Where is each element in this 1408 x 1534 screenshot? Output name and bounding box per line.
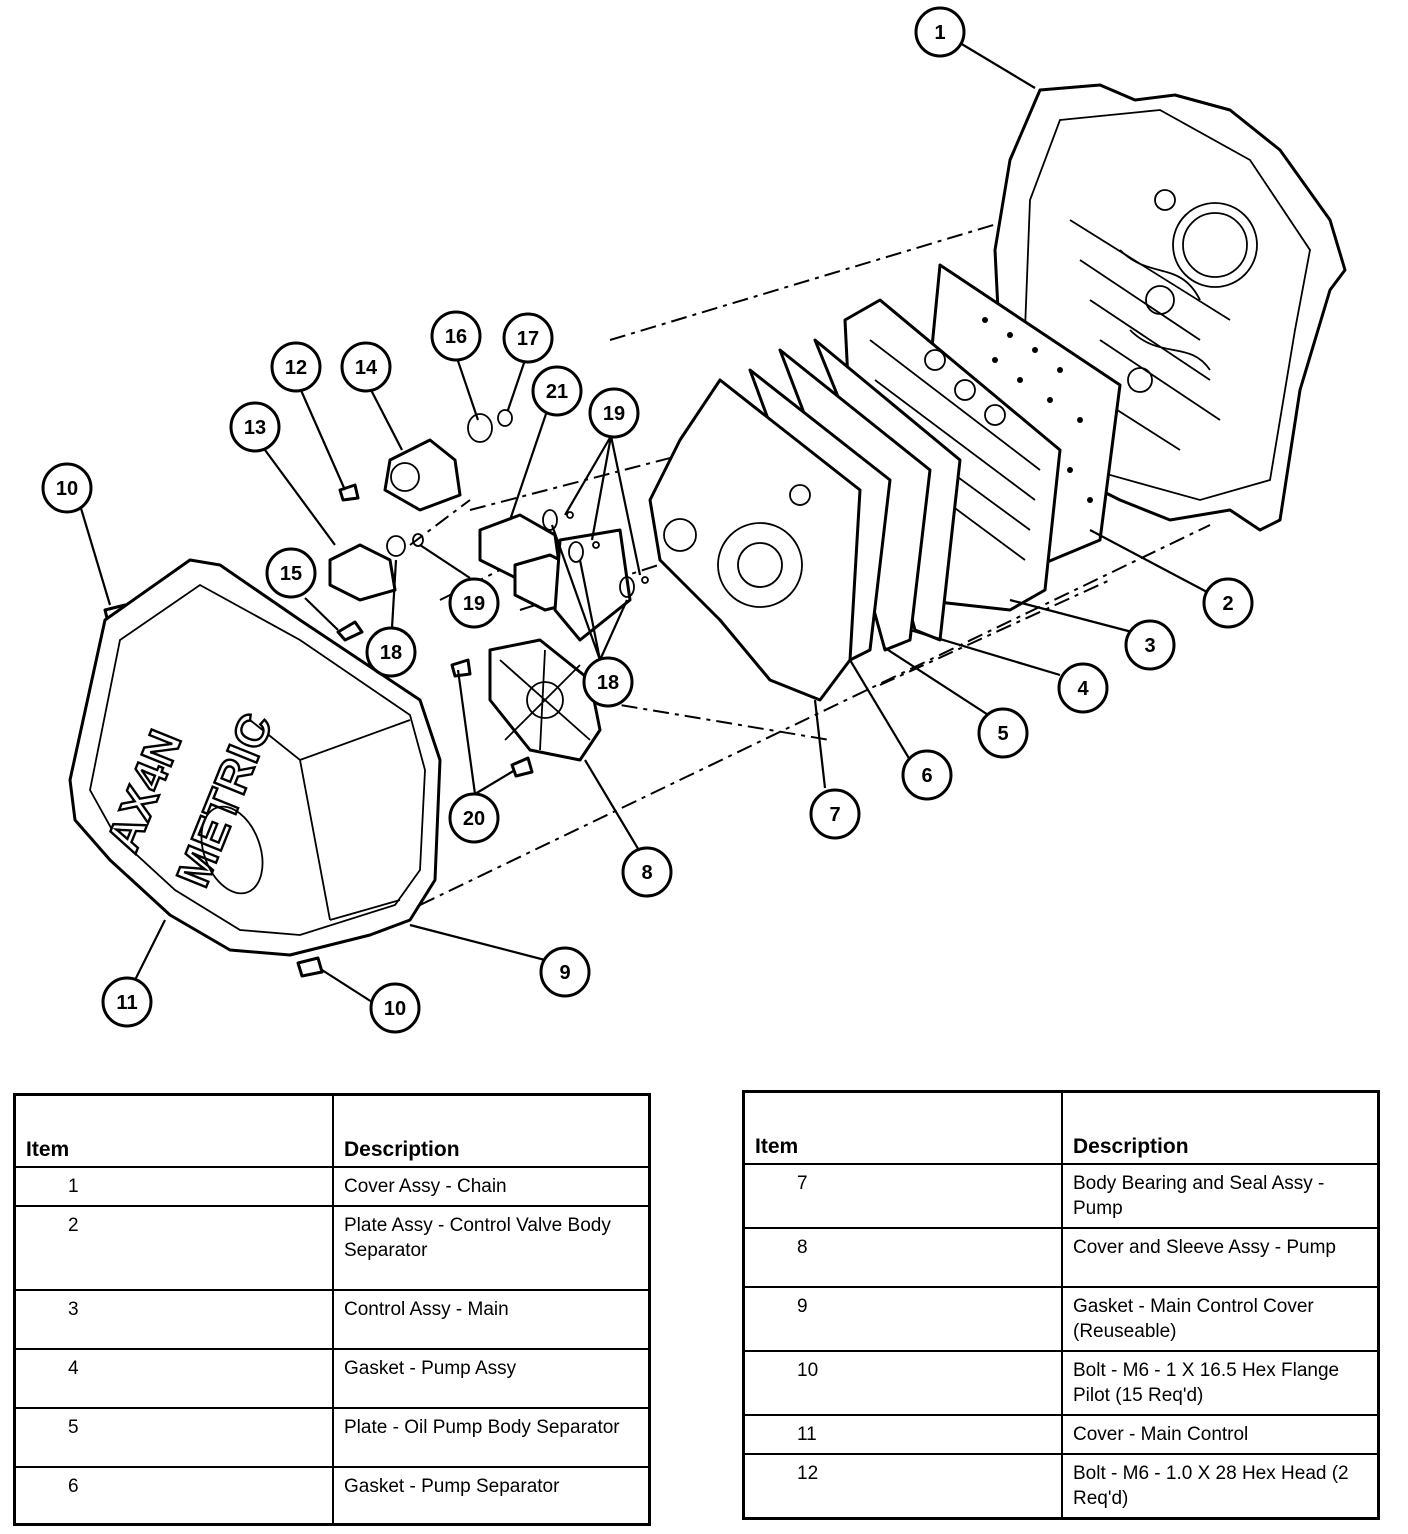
svg-text:15: 15 [280,563,302,585]
callout-11: 11 [101,976,153,1028]
callout-2: 2 [1202,577,1254,629]
callout-10-bottom: 10 [369,982,421,1034]
item-column-header: Item [13,1093,334,1168]
item-column-header: Item [742,1090,1063,1165]
main-control-cover: AX4N METRIC [68,558,442,957]
description-column-header: Description [1061,1090,1380,1165]
o-rings [386,409,649,598]
callout-13: 13 [229,401,281,453]
exploded-assembly-diagram: AX4N METRIC 1 2 3 4 5 6 7 8 9 10 [41,6,1347,1034]
table-row: 6 Gasket - Pump Separator [13,1466,651,1525]
pump-cover [488,638,602,762]
item-description: Bolt - M6 - 1.0 X 28 Hex Head (2 Req'd) [1061,1453,1380,1520]
callout-7: 7 [809,788,861,840]
item-description: Control Assy - Main [332,1289,651,1350]
callout-5: 5 [977,707,1029,759]
parts-table-right: Item Description 7 Body Bearing and Seal… [742,1090,1380,1520]
item-description: Cover Assy - Chain [332,1166,651,1207]
item-description: Cover - Main Control [1061,1414,1380,1455]
callout-16: 16 [430,310,482,362]
leader-lines [78,42,1208,1003]
item-number: 6 [13,1466,334,1525]
callout-21: 21 [531,365,583,417]
svg-text:13: 13 [244,417,266,439]
item-number: 2 [13,1205,334,1291]
callout-17: 17 [502,312,554,364]
table-row: 8 Cover and Sleeve Assy - Pump [742,1227,1380,1288]
item-number: 10 [742,1350,1063,1416]
item-number: 12 [742,1453,1063,1520]
callout-20: 20 [448,792,500,844]
callout-18-left: 18 [365,626,417,678]
description-column-header: Description [332,1093,651,1168]
callout-3: 3 [1124,619,1176,671]
svg-text:12: 12 [285,357,307,379]
callout-19-top: 19 [588,387,640,439]
item-description: Gasket - Pump Assy [332,1348,651,1409]
svg-text:3: 3 [1144,635,1155,657]
svg-text:2: 2 [1222,593,1233,615]
svg-text:4: 4 [1077,678,1089,700]
table-header-row: Item Description [13,1093,651,1168]
callout-9: 9 [539,946,591,998]
callout-6: 6 [901,749,953,801]
item-description: Body Bearing and Seal Assy - Pump [1061,1163,1380,1229]
callout-18-right: 18 [582,656,634,708]
svg-text:17: 17 [517,328,539,350]
svg-text:11: 11 [116,992,137,1014]
svg-text:1: 1 [934,22,945,44]
svg-text:8: 8 [641,862,652,884]
table-row: 3 Control Assy - Main [13,1289,651,1350]
table-row: 12 Bolt - M6 - 1.0 X 28 Hex Head (2 Req'… [742,1453,1380,1520]
svg-text:19: 19 [603,403,625,425]
item-description: Plate Assy - Control Valve Body Separato… [332,1205,651,1291]
table-row: 10 Bolt - M6 - 1 X 16.5 Hex Flange Pilot… [742,1350,1380,1416]
svg-text:5: 5 [997,723,1008,745]
table-row: 7 Body Bearing and Seal Assy - Pump [742,1163,1380,1229]
table-row: 2 Plate Assy - Control Valve Body Separa… [13,1205,651,1291]
callout-15: 15 [265,547,317,599]
svg-text:18: 18 [597,672,619,694]
table-row: 4 Gasket - Pump Assy [13,1348,651,1409]
item-description: Gasket - Main Control Cover (Reuseable) [1061,1286,1380,1352]
callout-14: 14 [340,341,392,393]
item-description: Plate - Oil Pump Body Separator [332,1407,651,1468]
item-description: Cover and Sleeve Assy - Pump [1061,1227,1380,1288]
svg-text:21: 21 [546,381,568,403]
item-number: 7 [742,1163,1063,1229]
table-header-row: Item Description [742,1090,1380,1165]
svg-text:16: 16 [445,326,467,348]
callout-10-top: 10 [41,462,93,514]
solenoids [328,438,632,642]
callout-19-bottom: 19 [448,577,500,629]
pump-body [648,378,862,702]
callout-8: 8 [621,846,673,898]
item-number: 9 [742,1286,1063,1352]
svg-text:9: 9 [559,962,570,984]
table-row: 1 Cover Assy - Chain [13,1166,651,1207]
table-row: 5 Plate - Oil Pump Body Separator [13,1407,651,1468]
item-number: 11 [742,1414,1063,1455]
item-number: 4 [13,1348,334,1409]
svg-text:14: 14 [355,357,378,379]
parts-table-left: Item Description 1 Cover Assy - Chain 2 … [13,1093,651,1526]
svg-text:19: 19 [463,593,485,615]
item-description: Gasket - Pump Separator [332,1466,651,1525]
item-number: 1 [13,1166,334,1207]
callout-1: 1 [914,6,966,58]
svg-text:10: 10 [56,478,78,500]
callout-12: 12 [270,341,322,393]
svg-text:6: 6 [921,765,932,787]
callout-4: 4 [1057,662,1109,714]
svg-text:7: 7 [829,804,840,826]
svg-text:20: 20 [463,808,485,830]
item-number: 3 [13,1289,334,1350]
svg-text:10: 10 [384,998,406,1020]
item-number: 8 [742,1227,1063,1288]
item-description: Bolt - M6 - 1 X 16.5 Hex Flange Pilot (1… [1061,1350,1380,1416]
svg-text:18: 18 [380,642,402,664]
table-row: 11 Cover - Main Control [742,1414,1380,1455]
table-row: 9 Gasket - Main Control Cover (Reuseable… [742,1286,1380,1352]
item-number: 5 [13,1407,334,1468]
